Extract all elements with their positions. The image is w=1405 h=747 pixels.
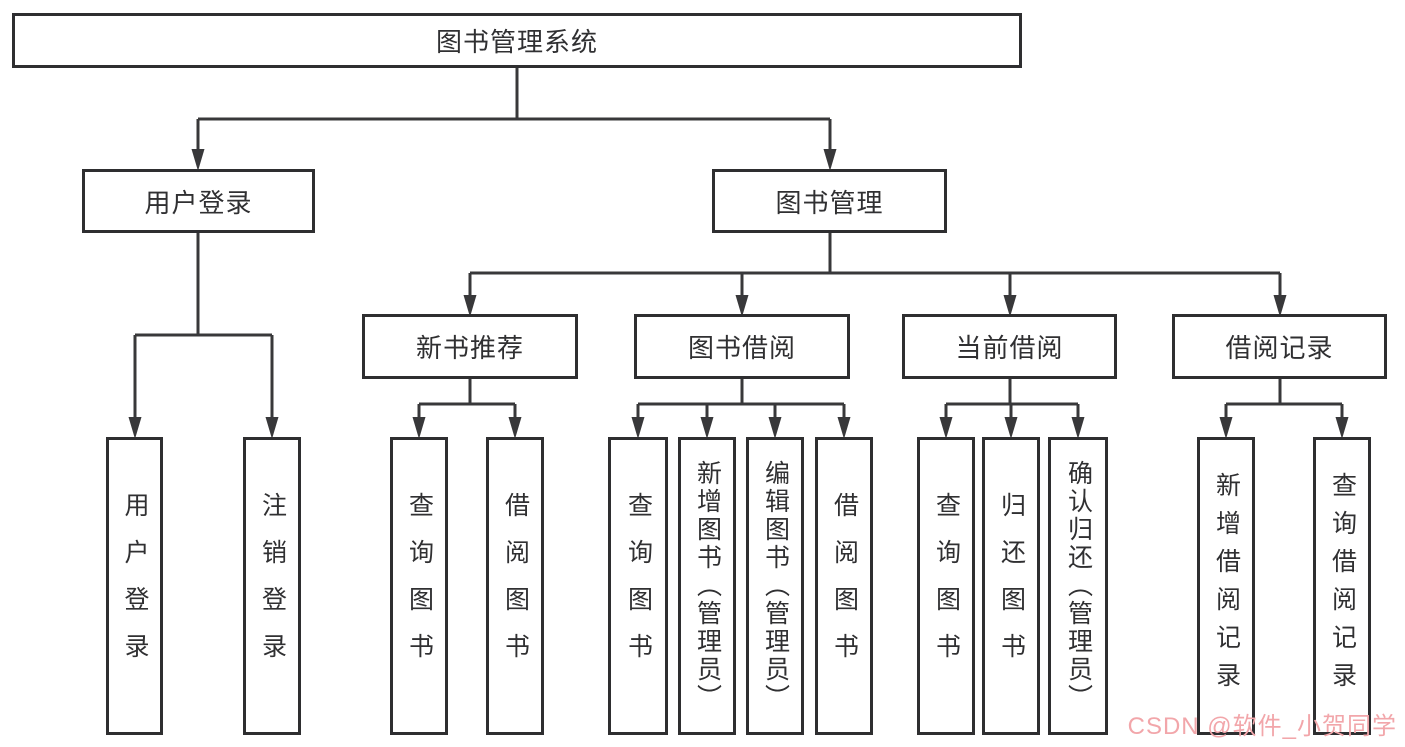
leaf-confirm-return-admin-label: 确认归还（管理员） xyxy=(1064,460,1093,712)
leaf-borrow-books-borrowing-label: 借阅图书 xyxy=(830,492,859,680)
leaf-user-login: 用户登录 xyxy=(106,437,163,735)
leaf-edit-books-admin: 编辑图书（管理员） xyxy=(746,437,804,735)
node-root-label: 图书管理系统 xyxy=(435,27,598,57)
leaf-user-login-label: 用户登录 xyxy=(121,492,149,680)
leaf-add-borrow-record-label: 新增借阅记录 xyxy=(1212,472,1241,700)
leaf-add-books-admin-label: 新增图书（管理员） xyxy=(693,460,722,712)
node-current-borrowing: 当前借阅 xyxy=(902,314,1117,379)
leaf-query-books-recommend-label: 查询图书 xyxy=(405,492,434,680)
leaf-edit-books-admin-label: 编辑图书（管理员） xyxy=(761,460,790,712)
node-book-management: 图书管理 xyxy=(712,169,947,233)
node-new-book-recommendation: 新书推荐 xyxy=(362,314,578,379)
leaf-borrow-books-recommend: 借阅图书 xyxy=(486,437,544,735)
leaf-return-books: 归还图书 xyxy=(982,437,1040,735)
csdn-watermark: CSDN @软件_小贺同学 xyxy=(1127,713,1397,740)
leaf-query-borrow-record: 查询借阅记录 xyxy=(1313,437,1371,735)
node-new-book-recommendation-label: 新书推荐 xyxy=(415,333,524,363)
node-book-borrowing-label: 图书借阅 xyxy=(687,333,796,363)
leaf-logout-login-label: 注销登录 xyxy=(258,492,287,680)
node-borrowing-records: 借阅记录 xyxy=(1172,314,1387,379)
node-user-login-label: 用户登录 xyxy=(144,187,253,218)
leaf-add-books-admin: 新增图书（管理员） xyxy=(678,437,736,735)
leaf-add-borrow-record: 新增借阅记录 xyxy=(1197,437,1255,735)
leaf-query-borrow-record-label: 查询借阅记录 xyxy=(1328,472,1357,700)
node-book-management-label: 图书管理 xyxy=(775,187,884,218)
leaf-query-books-current-label: 查询图书 xyxy=(932,492,961,680)
leaf-return-books-label: 归还图书 xyxy=(997,492,1026,680)
leaf-borrow-books-recommend-label: 借阅图书 xyxy=(501,492,530,680)
leaf-borrow-books-borrowing: 借阅图书 xyxy=(815,437,873,735)
leaf-query-books-borrowing-label: 查询图书 xyxy=(624,492,653,680)
node-root: 图书管理系统 xyxy=(12,13,1022,68)
node-borrowing-records-label: 借阅记录 xyxy=(1225,333,1334,363)
leaf-logout-login: 注销登录 xyxy=(243,437,301,735)
leaf-confirm-return-admin: 确认归还（管理员） xyxy=(1048,437,1108,735)
node-user-login: 用户登录 xyxy=(82,169,315,233)
node-current-borrowing-label: 当前借阅 xyxy=(955,333,1064,363)
node-book-borrowing: 图书借阅 xyxy=(634,314,850,379)
leaf-query-books-current: 查询图书 xyxy=(917,437,975,735)
leaf-query-books-borrowing: 查询图书 xyxy=(608,437,668,735)
leaf-query-books-recommend: 查询图书 xyxy=(390,437,448,735)
